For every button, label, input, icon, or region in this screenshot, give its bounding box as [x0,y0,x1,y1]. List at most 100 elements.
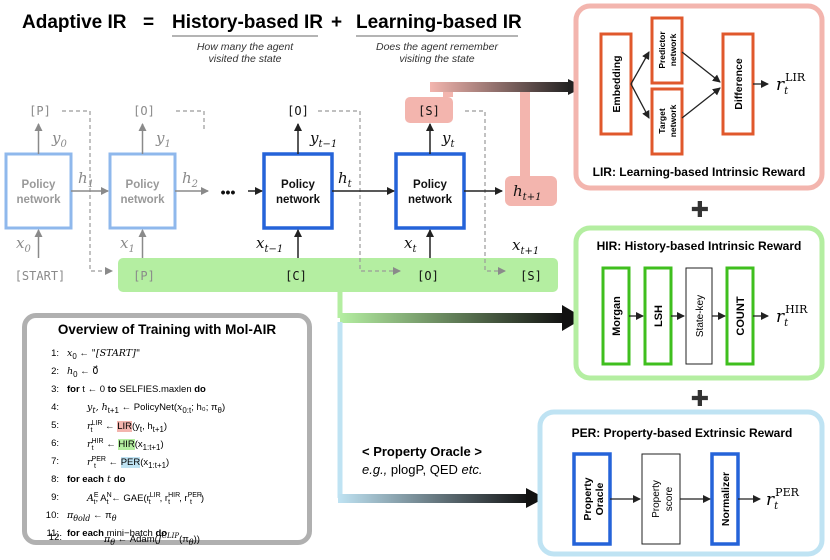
svg-text:Predictor: Predictor [657,31,667,69]
algo-line-11: 11: for each mini−batch do [46,528,168,539]
svg-text:network: network [16,194,61,206]
svg-text:Property: Property [582,477,594,520]
hir-count-box: COUNT [725,266,755,366]
per-normalizer-box: Normalizer [710,452,740,546]
svg-text:Property: Property [651,480,662,518]
algo-line-5: 5: rLIRt ← LIR(yt, ht+1) [51,420,168,435]
history-ir-title: History-based IR [172,12,323,33]
policy-network-t-minus-1: Policy network [262,152,334,230]
per-score-box: Property score [641,453,681,545]
ellipsis-dots: ••• [221,184,236,200]
svg-text:Difference: Difference [733,58,745,110]
learning-ir-title: Learning-based IR [356,12,522,33]
algorithm-panel: Overview of Training with Mol-AIR 1: x0 … [22,313,312,545]
hir-reward-label: rtHIR [776,303,808,329]
svg-text:Target: Target [657,108,667,134]
h-label-t: ht [338,169,353,190]
per-title: PER: Property-based Extrinsic Reward [572,426,793,440]
property-oracle-note-examples: e.g., plogP, QED etc. [362,462,482,477]
svg-text:Policy: Policy [22,179,56,191]
algo-line-3: 3: for t ← 0 to SELFIES.maxlen do [51,384,206,395]
x-label-t-plus-1: xt+1 [512,236,539,257]
history-subtitle-2: visited the state [209,53,282,65]
history-token-0: [P] [133,269,155,283]
svg-text:Normalizer: Normalizer [720,472,732,526]
y-label-3: yt [441,129,455,150]
h-next-highlight [505,176,557,206]
policy-network-1: Policy network [108,152,177,230]
per-reward-label: rtPER [766,486,800,512]
algo-line-6: 6: rHIRt ← HIR(x1:t+1) [51,438,164,453]
hir-morgan-box: Morgan [601,266,631,366]
policy-network-t: Policy network [394,152,466,230]
per-gradient-arrow [338,494,530,503]
per-oracle-box: Property Oracle [572,452,612,546]
svg-text:network: network [668,33,678,66]
lir-arrow-pred-diff [681,51,721,83]
y-label-0: y0 [51,129,67,150]
plus-icon-2: ✚ [691,386,709,411]
learning-subtitle-1: Does the agent remember [376,41,498,53]
history-subtitle-1: How many the agent [197,41,294,53]
history-bar [118,258,558,292]
hir-title: HIR: History-based Intrinsic Reward [597,239,802,253]
plus-icon-1: ✚ [691,197,709,222]
algo-line-2: 2: h0 ← 0⃗ [51,366,99,379]
lir-title: LIR: Learning-based Intrinsic Reward [593,165,806,179]
x-label-0: x0 [16,234,31,255]
lir-predictor-box: Predictor network [650,16,684,85]
history-token-3: [S] [520,269,542,283]
output-token-0: [P] [29,104,51,118]
x-label-1: x1 [120,234,135,255]
per-arrowhead [526,488,545,508]
lir-panel [573,3,825,191]
lir-arrow-target-diff [681,87,721,119]
algo-line-10: 10: πθold ← πθ [45,510,117,523]
svg-text:Policy: Policy [126,179,160,191]
output-token-highlight [405,97,453,123]
hir-arrowhead [562,305,584,331]
svg-text:Oracle: Oracle [594,483,606,516]
svg-text:network: network [276,194,321,206]
svg-text:State-key: State-key [695,295,706,337]
x-label-t-minus-1: xt−1 [256,234,283,255]
algorithm-title: Overview of Training with Mol-AIR [57,322,277,337]
algo-line-8: 8: for each t do [51,474,126,485]
lir-arrow-emb-target [630,83,650,119]
start-token: [START] [15,269,66,283]
svg-text:network: network [120,194,165,206]
svg-text:score: score [664,486,675,511]
plus-sign-header: + [331,12,342,33]
svg-text:LSH: LSH [653,305,665,327]
algo-line-4: 4: yt, ht+1 ← PolicyNet(x0:t; h₀; πθ) [51,402,226,415]
history-token-2: [O] [417,269,439,283]
output-token-3: [S] [418,104,440,118]
hir-state-key-box: State-key [685,267,713,365]
h-label-t-plus-1: ht+1 [513,182,541,203]
output-token-1: [O] [133,104,155,118]
policy-network-0: Policy network [4,152,73,230]
lir-difference-box: Difference [721,32,755,136]
history-token-1: [C] [285,269,307,283]
h-label-2: h2 [182,169,198,190]
svg-text:Morgan: Morgan [611,296,623,336]
svg-text:network: network [668,104,678,137]
property-oracle-note-title: < Property Oracle > [362,444,482,459]
algo-line-7: 7: rPERt ← PER(x1:t+1) [51,456,170,471]
equals-sign: = [143,12,154,33]
hir-lsh-box: LSH [643,266,673,366]
svg-text:Policy: Policy [413,179,447,191]
algo-line-9: 9: AEt, ANt ← GAE(rLIRt, rHIRt, rPERt) [51,492,205,507]
algo-line-1: 1: x0 ← "[START]" [51,348,141,361]
y-label-1: y1 [155,129,171,150]
y-label-2: yt−1 [309,129,337,150]
lir-arrow-emb-pred [630,51,650,85]
lir-embedding-box: Embedding [599,32,633,136]
dashed-feedback-1 [176,110,205,132]
learning-subtitle-2: visiting the state [399,53,474,65]
algo-line-12: 12: πθ ← Adam(JCLIP(πθ)) [48,532,200,548]
svg-text:Embedding: Embedding [611,55,623,112]
adaptive-ir-title: Adaptive IR [22,12,127,33]
